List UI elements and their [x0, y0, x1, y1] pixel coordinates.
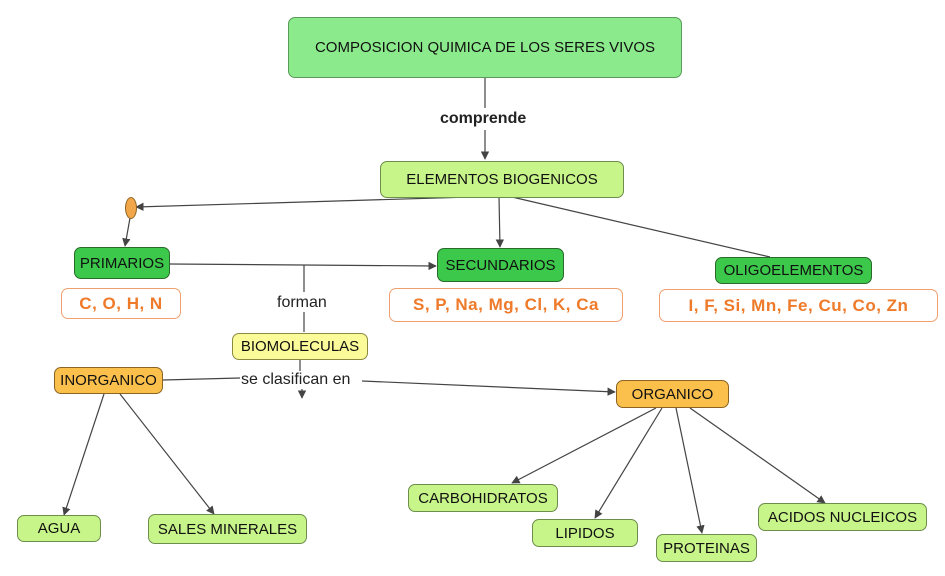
edge-elementos-to-oval	[135, 196, 471, 211]
edge-label-to-organico	[361, 380, 616, 396]
node-agua[interactable]: AGUA	[17, 515, 101, 542]
node-carbohidratos[interactable]: CARBOHIDRATOS	[408, 484, 558, 512]
elements-oligoelementos: I, F, Si, Mn, Fe, Cu, Co, Zn	[659, 289, 938, 322]
edge-organico-to-proteinas	[675, 407, 705, 534]
node-proteinas[interactable]: PROTEINAS	[656, 534, 757, 562]
edge-organico-to-acidos	[689, 407, 826, 504]
node-biomoleculas[interactable]: BIOMOLECULAS	[232, 333, 368, 360]
node-secundarios[interactable]: SECUNDARIOS	[437, 248, 564, 282]
node-inorganico[interactable]: INORGANICO	[54, 367, 163, 394]
node-elementos-biogenicos[interactable]: ELEMENTOS BIOGENICOS	[380, 161, 624, 198]
node-lipidos[interactable]: LIPIDOS	[532, 519, 638, 547]
node-oligoelementos[interactable]: OLIGOELEMENTOS	[715, 257, 872, 284]
node-primarios[interactable]: PRIMARIOS	[74, 247, 170, 279]
link-label-forman: forman	[276, 294, 328, 312]
edge-inorganico-to-agua	[62, 393, 105, 516]
link-label-se-clasifican-en: se clasifican en	[240, 371, 352, 389]
edge-elementos-to-oligoelementos	[511, 196, 771, 258]
node-acidos-nucleicos[interactable]: ACIDOS NUCLEICOS	[758, 503, 927, 531]
elements-secundarios: S, P, Na, Mg, Cl, K, Ca	[389, 288, 623, 322]
edge-elementos-to-secundarios	[495, 196, 505, 248]
edge-organico-to-carbohidratos	[511, 407, 657, 484]
link-label-comprende: comprende	[439, 110, 528, 128]
edge-inorganico-to-label	[162, 377, 241, 381]
edge-organico-to-lipidos	[594, 407, 663, 519]
elements-primarios: C, O, H, N	[61, 288, 181, 319]
node-sales-minerales[interactable]: SALES MINERALES	[148, 514, 307, 544]
edge-oval-to-primarios	[122, 217, 131, 247]
edge-primarios-to-secundarios	[169, 261, 437, 271]
node-organico[interactable]: ORGANICO	[616, 380, 729, 408]
connector-oval	[125, 197, 137, 219]
title-node[interactable]: COMPOSICION QUIMICA DE LOS SERES VIVOS	[288, 17, 682, 78]
edge-inorganico-to-sales	[119, 393, 215, 515]
